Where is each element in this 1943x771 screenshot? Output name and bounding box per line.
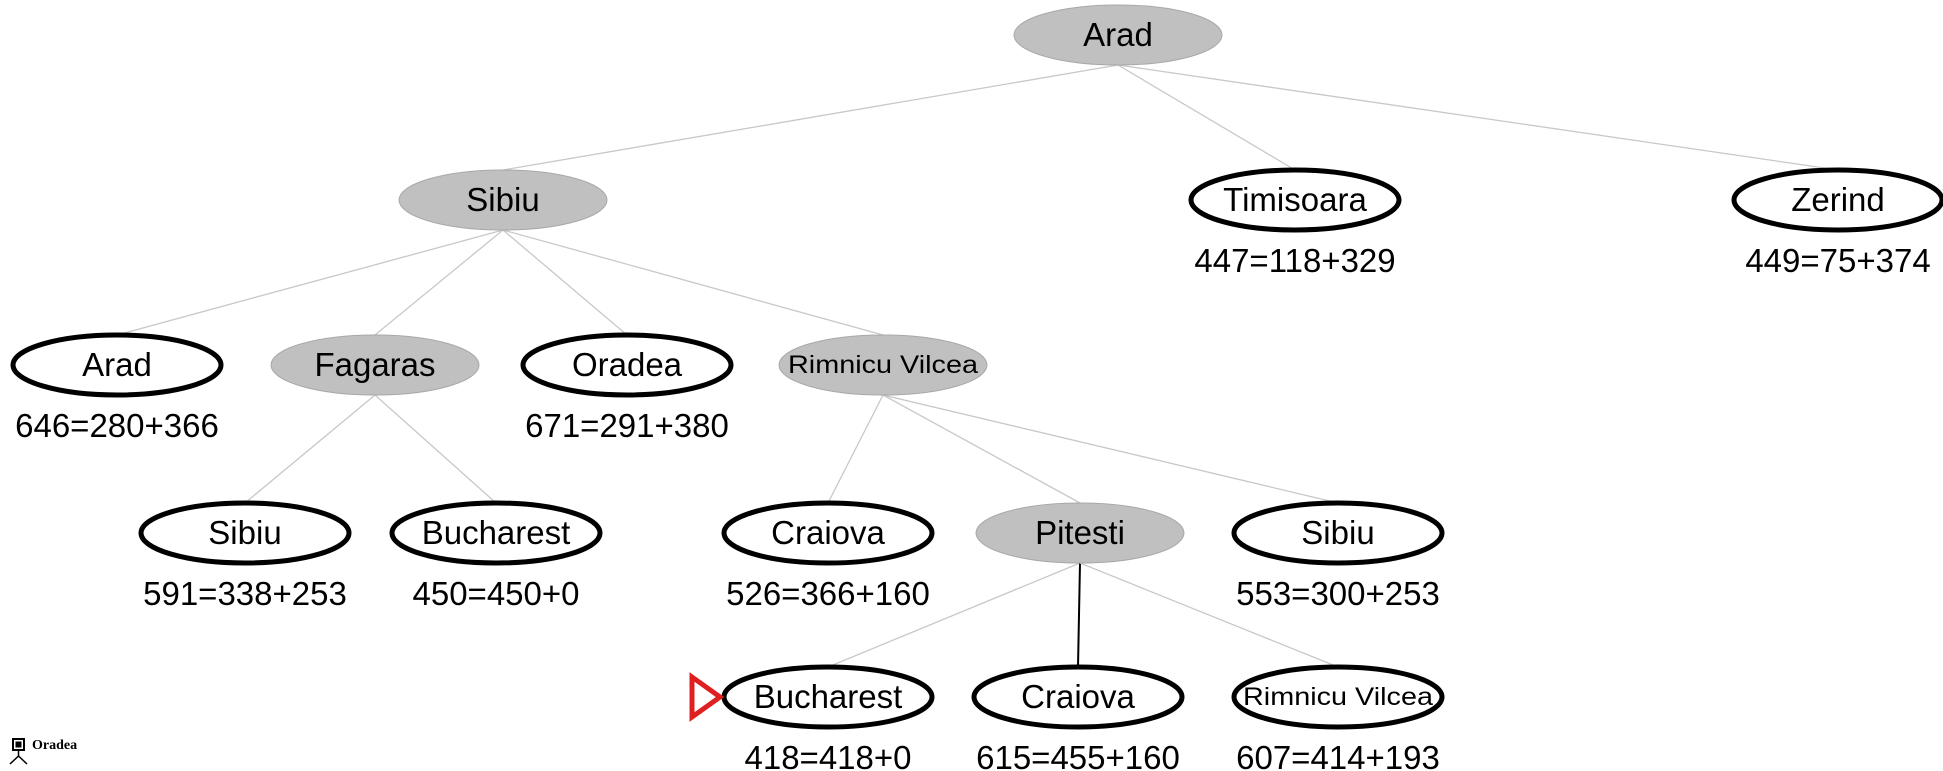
cost-label: 615=455+160 <box>976 739 1180 770</box>
tree-node: Sibiu <box>398 169 608 231</box>
tree-edge <box>116 229 504 336</box>
frontier-node-ellipse <box>10 332 224 398</box>
tree-node: Bucharest 450=450+0 <box>389 500 603 612</box>
tree-node: Rimnicu Vilcea <box>778 334 988 396</box>
corner-note-text: Oradea <box>32 738 78 753</box>
tree-node: Rimnicu Vilcea 607=414+193 <box>1231 664 1445 770</box>
cost-label: 591=338+253 <box>143 575 347 612</box>
expanded-node-ellipse <box>975 502 1185 564</box>
node-label: Arad <box>1083 16 1153 53</box>
tree-edge <box>374 229 504 336</box>
node-label: Bucharest <box>422 514 571 551</box>
node-label: Fagaras <box>314 346 435 383</box>
node-label: Rimnicu Vilcea <box>1243 683 1433 711</box>
frontier-node-ellipse <box>1731 167 1943 233</box>
node-label: Arad <box>82 346 152 383</box>
node-label: Zerind <box>1791 181 1885 218</box>
tree-edge <box>1117 64 1839 171</box>
cost-label: 449=75+374 <box>1745 242 1930 279</box>
tree-edge <box>1117 64 1296 171</box>
node-label: Timisoara <box>1223 181 1367 218</box>
tree-node: Sibiu 591=338+253 <box>138 500 352 612</box>
node-label: Rimnicu Vilcea <box>788 351 978 379</box>
frontier-node-ellipse <box>971 664 1185 730</box>
frontier-node-ellipse <box>138 500 352 566</box>
tree-node: Craiova 526=366+160 <box>721 500 935 612</box>
map-pin-icon <box>8 736 30 771</box>
tree-node: Bucharest 418=418+0 <box>721 664 935 770</box>
tree-edge <box>244 394 376 504</box>
tree-node: Fagaras <box>270 334 480 396</box>
frontier-node-ellipse <box>721 500 935 566</box>
node-label: Sibiu <box>466 181 539 218</box>
node-label: Craiova <box>771 514 885 551</box>
cost-label: 671=291+380 <box>525 407 729 444</box>
expanded-node-ellipse <box>270 334 480 396</box>
tree-edge <box>882 394 1081 504</box>
tree-node: Timisoara 447=118+329 <box>1188 167 1402 279</box>
expanded-node-ellipse <box>398 169 608 231</box>
tree-edge <box>1079 562 1339 668</box>
tree-node: Pitesti <box>975 502 1185 564</box>
frontier-node-ellipse <box>1231 500 1445 566</box>
node-label: Pitesti <box>1035 514 1125 551</box>
tree-edge <box>827 562 1081 668</box>
selection-pointer-icon <box>689 672 725 722</box>
cost-label: 553=300+253 <box>1236 575 1440 612</box>
tree-edge <box>502 64 1119 171</box>
tree-node: Sibiu 553=300+253 <box>1231 500 1445 612</box>
tree-edge <box>502 229 884 336</box>
tree-edge <box>374 394 497 504</box>
tree-node: Craiova 615=455+160 <box>971 664 1185 770</box>
pointer-layer <box>689 672 725 722</box>
corner-note: Oradea <box>8 736 77 770</box>
edges-layer <box>116 64 1839 668</box>
tree-edge <box>1077 562 1081 668</box>
cost-label: 450=450+0 <box>412 575 579 612</box>
tree-node: Arad 646=280+366 <box>10 332 224 444</box>
node-label: Sibiu <box>1301 514 1374 551</box>
cost-label: 418=418+0 <box>744 739 911 770</box>
cost-label: 646=280+366 <box>15 407 219 444</box>
tree-node: Arad <box>1013 4 1223 66</box>
expanded-node-ellipse <box>778 334 988 396</box>
node-label: Sibiu <box>208 514 281 551</box>
cost-label: 607=414+193 <box>1236 739 1440 770</box>
node-label: Bucharest <box>754 678 903 715</box>
tree-edge <box>502 229 628 336</box>
node-label: Craiova <box>1021 678 1135 715</box>
tree-node: Zerind 449=75+374 <box>1731 167 1943 279</box>
tree-edge <box>827 394 884 504</box>
tree-node: Oradea 671=291+380 <box>520 332 734 444</box>
node-label: Oradea <box>572 346 683 383</box>
cost-label: 447=118+329 <box>1194 242 1395 279</box>
frontier-node-ellipse <box>1188 167 1402 233</box>
frontier-node-ellipse <box>389 500 603 566</box>
frontier-node-ellipse <box>1231 664 1445 730</box>
cost-label: 526=366+160 <box>726 575 930 612</box>
frontier-node-ellipse <box>520 332 734 398</box>
expanded-node-ellipse <box>1013 4 1223 66</box>
tree-edge <box>882 394 1339 504</box>
